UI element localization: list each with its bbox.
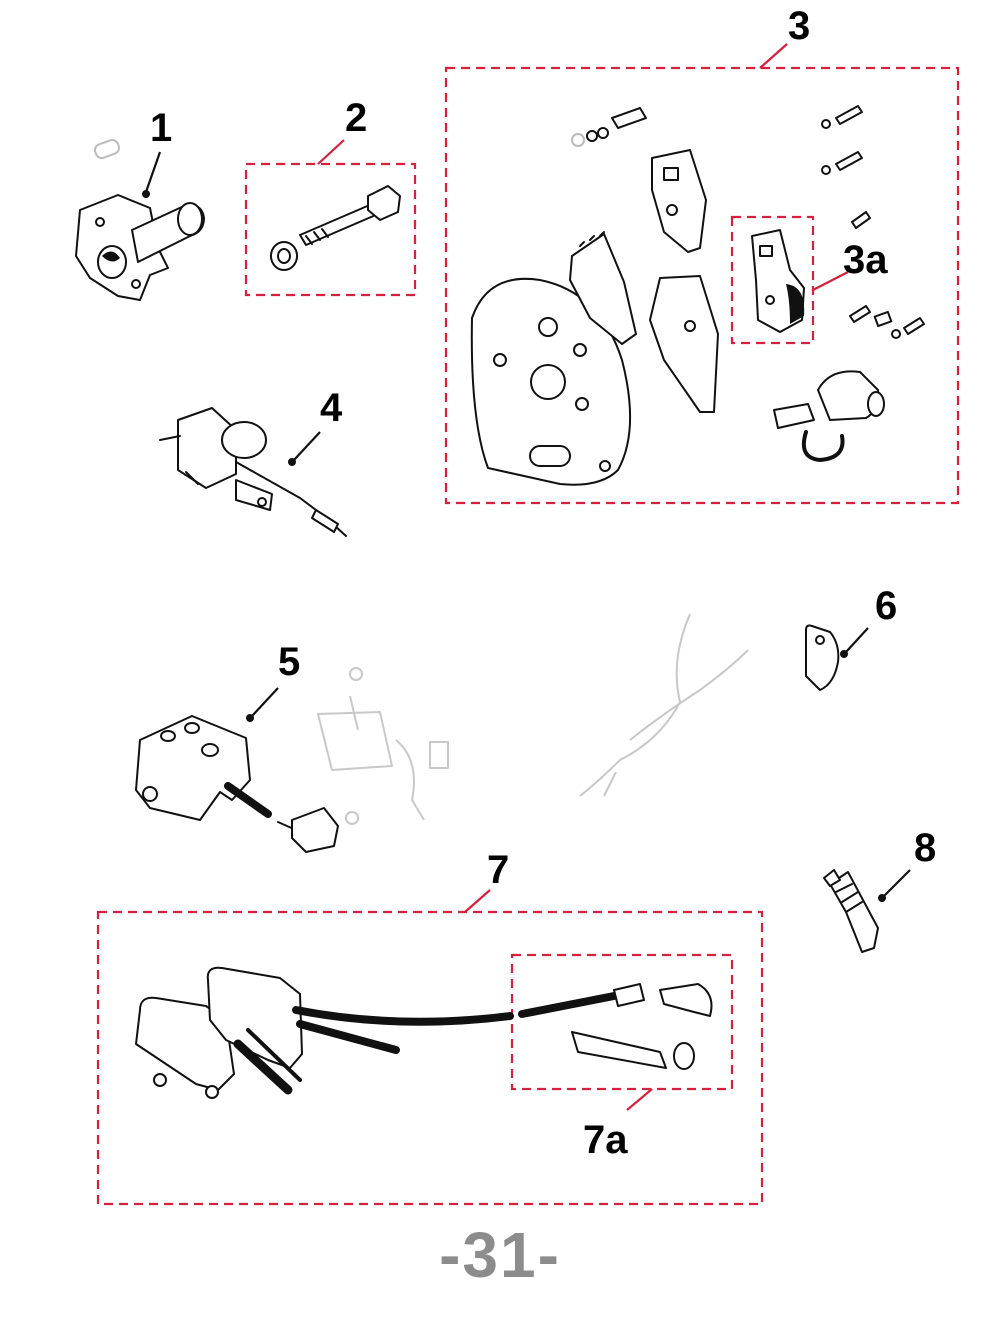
callout-6: 6 (875, 584, 898, 628)
part-5-regulator (135, 715, 339, 853)
part-4-switch-unit (159, 407, 347, 537)
leader-7 (464, 889, 491, 913)
leader-6 (840, 627, 869, 658)
callout-1: 1 (150, 106, 173, 150)
part-8-spark-plug (823, 869, 879, 953)
leader-4 (288, 431, 321, 466)
part-7-ignition-coils (135, 966, 514, 1099)
part-6-clip (805, 624, 840, 691)
leader-3 (759, 43, 788, 69)
faint-background-parts (317, 613, 749, 825)
page-number: -31- (439, 1219, 561, 1291)
part-3a-contact-set (751, 229, 805, 333)
leader-7a (626, 1088, 653, 1111)
callout-5: 5 (278, 640, 301, 684)
group-box-3 (444, 66, 960, 505)
group-box-3a (730, 215, 815, 345)
callout-7a: 7a (583, 1118, 628, 1162)
callout-3a: 3a (843, 238, 888, 282)
pin-icon (94, 139, 120, 159)
group-box-7a (510, 953, 734, 1091)
leader-3a (812, 271, 849, 291)
leader-2 (317, 139, 345, 165)
leader-1 (142, 151, 162, 198)
leader-8 (878, 869, 911, 902)
part-2-bolt-nut (270, 185, 401, 271)
callout-4: 4 (320, 386, 343, 430)
callout-7: 7 (487, 848, 510, 892)
callout-8: 8 (914, 826, 937, 870)
part-3-breaker-plate-assembly (470, 105, 925, 486)
leader-5 (246, 687, 279, 722)
part-7a-ht-caps (518, 983, 713, 1070)
callout-3: 3 (788, 4, 811, 48)
group-box-7 (96, 910, 764, 1206)
part-1-shaft-flange (75, 139, 205, 301)
callout-2: 2 (345, 96, 368, 140)
